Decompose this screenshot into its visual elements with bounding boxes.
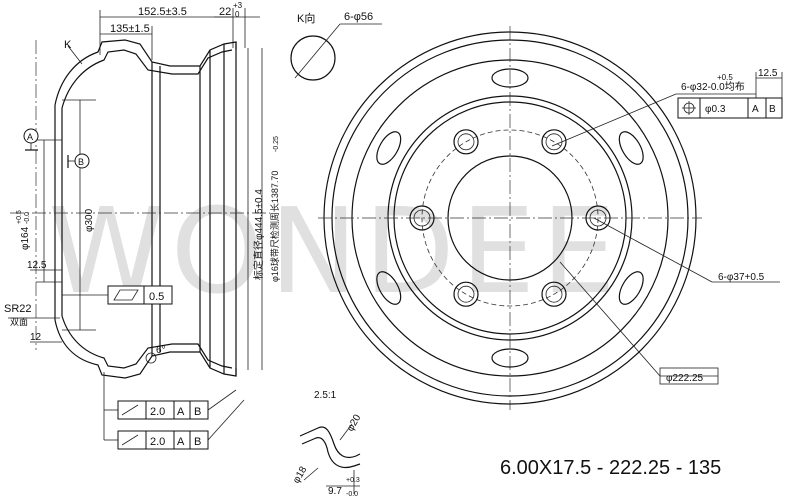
dim-12-5-text: 12.5	[27, 260, 47, 271]
dim-tape-text: φ16球带尺检测周长1387.70	[269, 171, 280, 282]
detail-view	[299, 423, 361, 494]
pcd-leader	[559, 261, 661, 377]
runout-value-text: 2.0	[150, 406, 165, 418]
dim-width-text: 152.5±3.5	[138, 6, 187, 18]
k-view-arrow	[67, 45, 83, 65]
detail-profile-lower	[301, 437, 361, 469]
runout-datum-box	[189, 430, 209, 450]
rim-profile-lower-inner	[61, 315, 233, 369]
k-view-hole-spec: 6-φ56	[344, 11, 373, 23]
position-datum-box	[765, 97, 783, 119]
bolt-holes-spec-text: 6-φ32-0.0均布	[681, 81, 745, 93]
drawing-title: 6.00X17.5 - 222.25 - 135	[500, 457, 721, 479]
bolt-hole	[409, 205, 435, 231]
hand-hole-leader	[593, 217, 713, 283]
angle-text: 6°	[156, 345, 166, 356]
detail-dim-9-7-text: 9.7	[328, 486, 342, 497]
detail-leader	[339, 423, 353, 441]
dim-bore-text: φ164	[20, 226, 31, 250]
dim-flange-text: 22	[219, 6, 231, 18]
bolt-holes-tol-text: +0.5	[717, 73, 733, 82]
pcd-text: φ222.25	[666, 373, 704, 384]
position-datum1-text: A	[752, 104, 759, 115]
bolt-hole-inner	[545, 285, 563, 303]
bolt-hole-inner	[457, 285, 475, 303]
runout-datum-box	[189, 400, 209, 420]
dim-12-text: 12	[30, 332, 42, 343]
detail-profile-upper	[299, 426, 361, 459]
bolt-hole	[541, 281, 567, 307]
detail-leader	[303, 467, 319, 481]
sr22-note-text: 双面	[10, 317, 28, 327]
detail-dim-tol-upper: +0.3	[346, 477, 360, 484]
rim-profile-upper	[54, 39, 237, 106]
dim-sr22-text: SR22	[4, 303, 32, 315]
bolt-hole	[453, 129, 479, 155]
side-section-view	[8, 8, 270, 450]
runout-datum1-text: A	[177, 406, 185, 418]
dim-rim-diameter-text: 标定直径φ444.5±0.4	[252, 189, 265, 280]
hand-hole	[491, 348, 529, 368]
runout-leader	[207, 389, 237, 411]
pitch-circle	[421, 129, 599, 307]
dim-12-5-front-text: 12.5	[758, 68, 778, 79]
runout-datum2-text: B	[194, 406, 201, 418]
front-callouts	[551, 72, 783, 385]
k-view-label: K向	[297, 11, 315, 25]
runout-icon	[121, 434, 139, 446]
dim-300-text: φ300	[84, 208, 95, 232]
detail-dim-tol-lower: -0.0	[346, 491, 358, 498]
datum-b-text: B	[78, 157, 84, 167]
dim-flange-tol-upper: +3	[233, 1, 243, 10]
dim-tape-tol-text: -0.25	[273, 136, 280, 152]
bore-dim-group: φ164 +0.5 -0.0	[16, 210, 31, 250]
detail-dim-20-text: φ20	[345, 412, 364, 433]
hand-holes-spec-text: 6-φ37+0.5	[718, 272, 765, 283]
dim-bore-tol-lower: -0.0	[24, 212, 31, 224]
dim-flange-tol-lower: 0	[235, 10, 240, 19]
runout-datum1-text: A	[177, 436, 185, 448]
detail-dim-18-text: φ18	[291, 464, 310, 485]
pcd-box	[659, 367, 719, 385]
hand-hole	[376, 271, 402, 305]
hand-hole	[618, 131, 644, 165]
runout-datum2-text: B	[194, 436, 201, 448]
k-view-leader	[294, 23, 341, 79]
position-tol-text: φ0.3	[705, 104, 726, 115]
flatness-value-text: 0.5	[149, 291, 164, 303]
datum-a-text: A	[27, 132, 33, 142]
tape-dim-group: φ16球带尺检测周长1387.70 -0.25	[269, 136, 280, 282]
bolt-hole-inner	[589, 209, 607, 227]
flatness-value-box	[143, 285, 173, 305]
runout-symbol-box	[117, 430, 147, 450]
detail-scale-text: 2.5:1	[314, 390, 337, 401]
k-view	[290, 23, 382, 81]
bolt-hole-leader	[551, 93, 677, 147]
runout-symbol-box	[117, 400, 147, 420]
k-marker-text: K	[64, 39, 72, 51]
k-view-hole	[290, 35, 336, 81]
runout-value-text: 2.0	[150, 436, 165, 448]
flatness-icon	[113, 289, 139, 301]
hand-hole	[491, 68, 529, 88]
bolt-hole	[585, 205, 611, 231]
runout-icon	[121, 404, 139, 416]
runout-leader	[207, 399, 245, 441]
bolt-hole	[541, 129, 567, 155]
angle-detail-circle	[145, 352, 157, 364]
position-datum2-text: B	[769, 104, 776, 115]
bolt-hole-inner	[457, 133, 475, 151]
flatness-symbol-box	[107, 285, 145, 305]
hand-hole	[376, 131, 402, 165]
dim-bore-tol-upper: +0.5	[16, 210, 23, 224]
bolt-hole	[453, 281, 479, 307]
rim-profile-lower	[54, 319, 237, 379]
rim-profile-upper-inner	[61, 49, 233, 109]
bolt-hole-inner	[413, 209, 431, 227]
dim-offset-text: 135±1.5	[110, 23, 150, 35]
hand-hole	[618, 271, 644, 305]
front-view	[318, 26, 702, 410]
